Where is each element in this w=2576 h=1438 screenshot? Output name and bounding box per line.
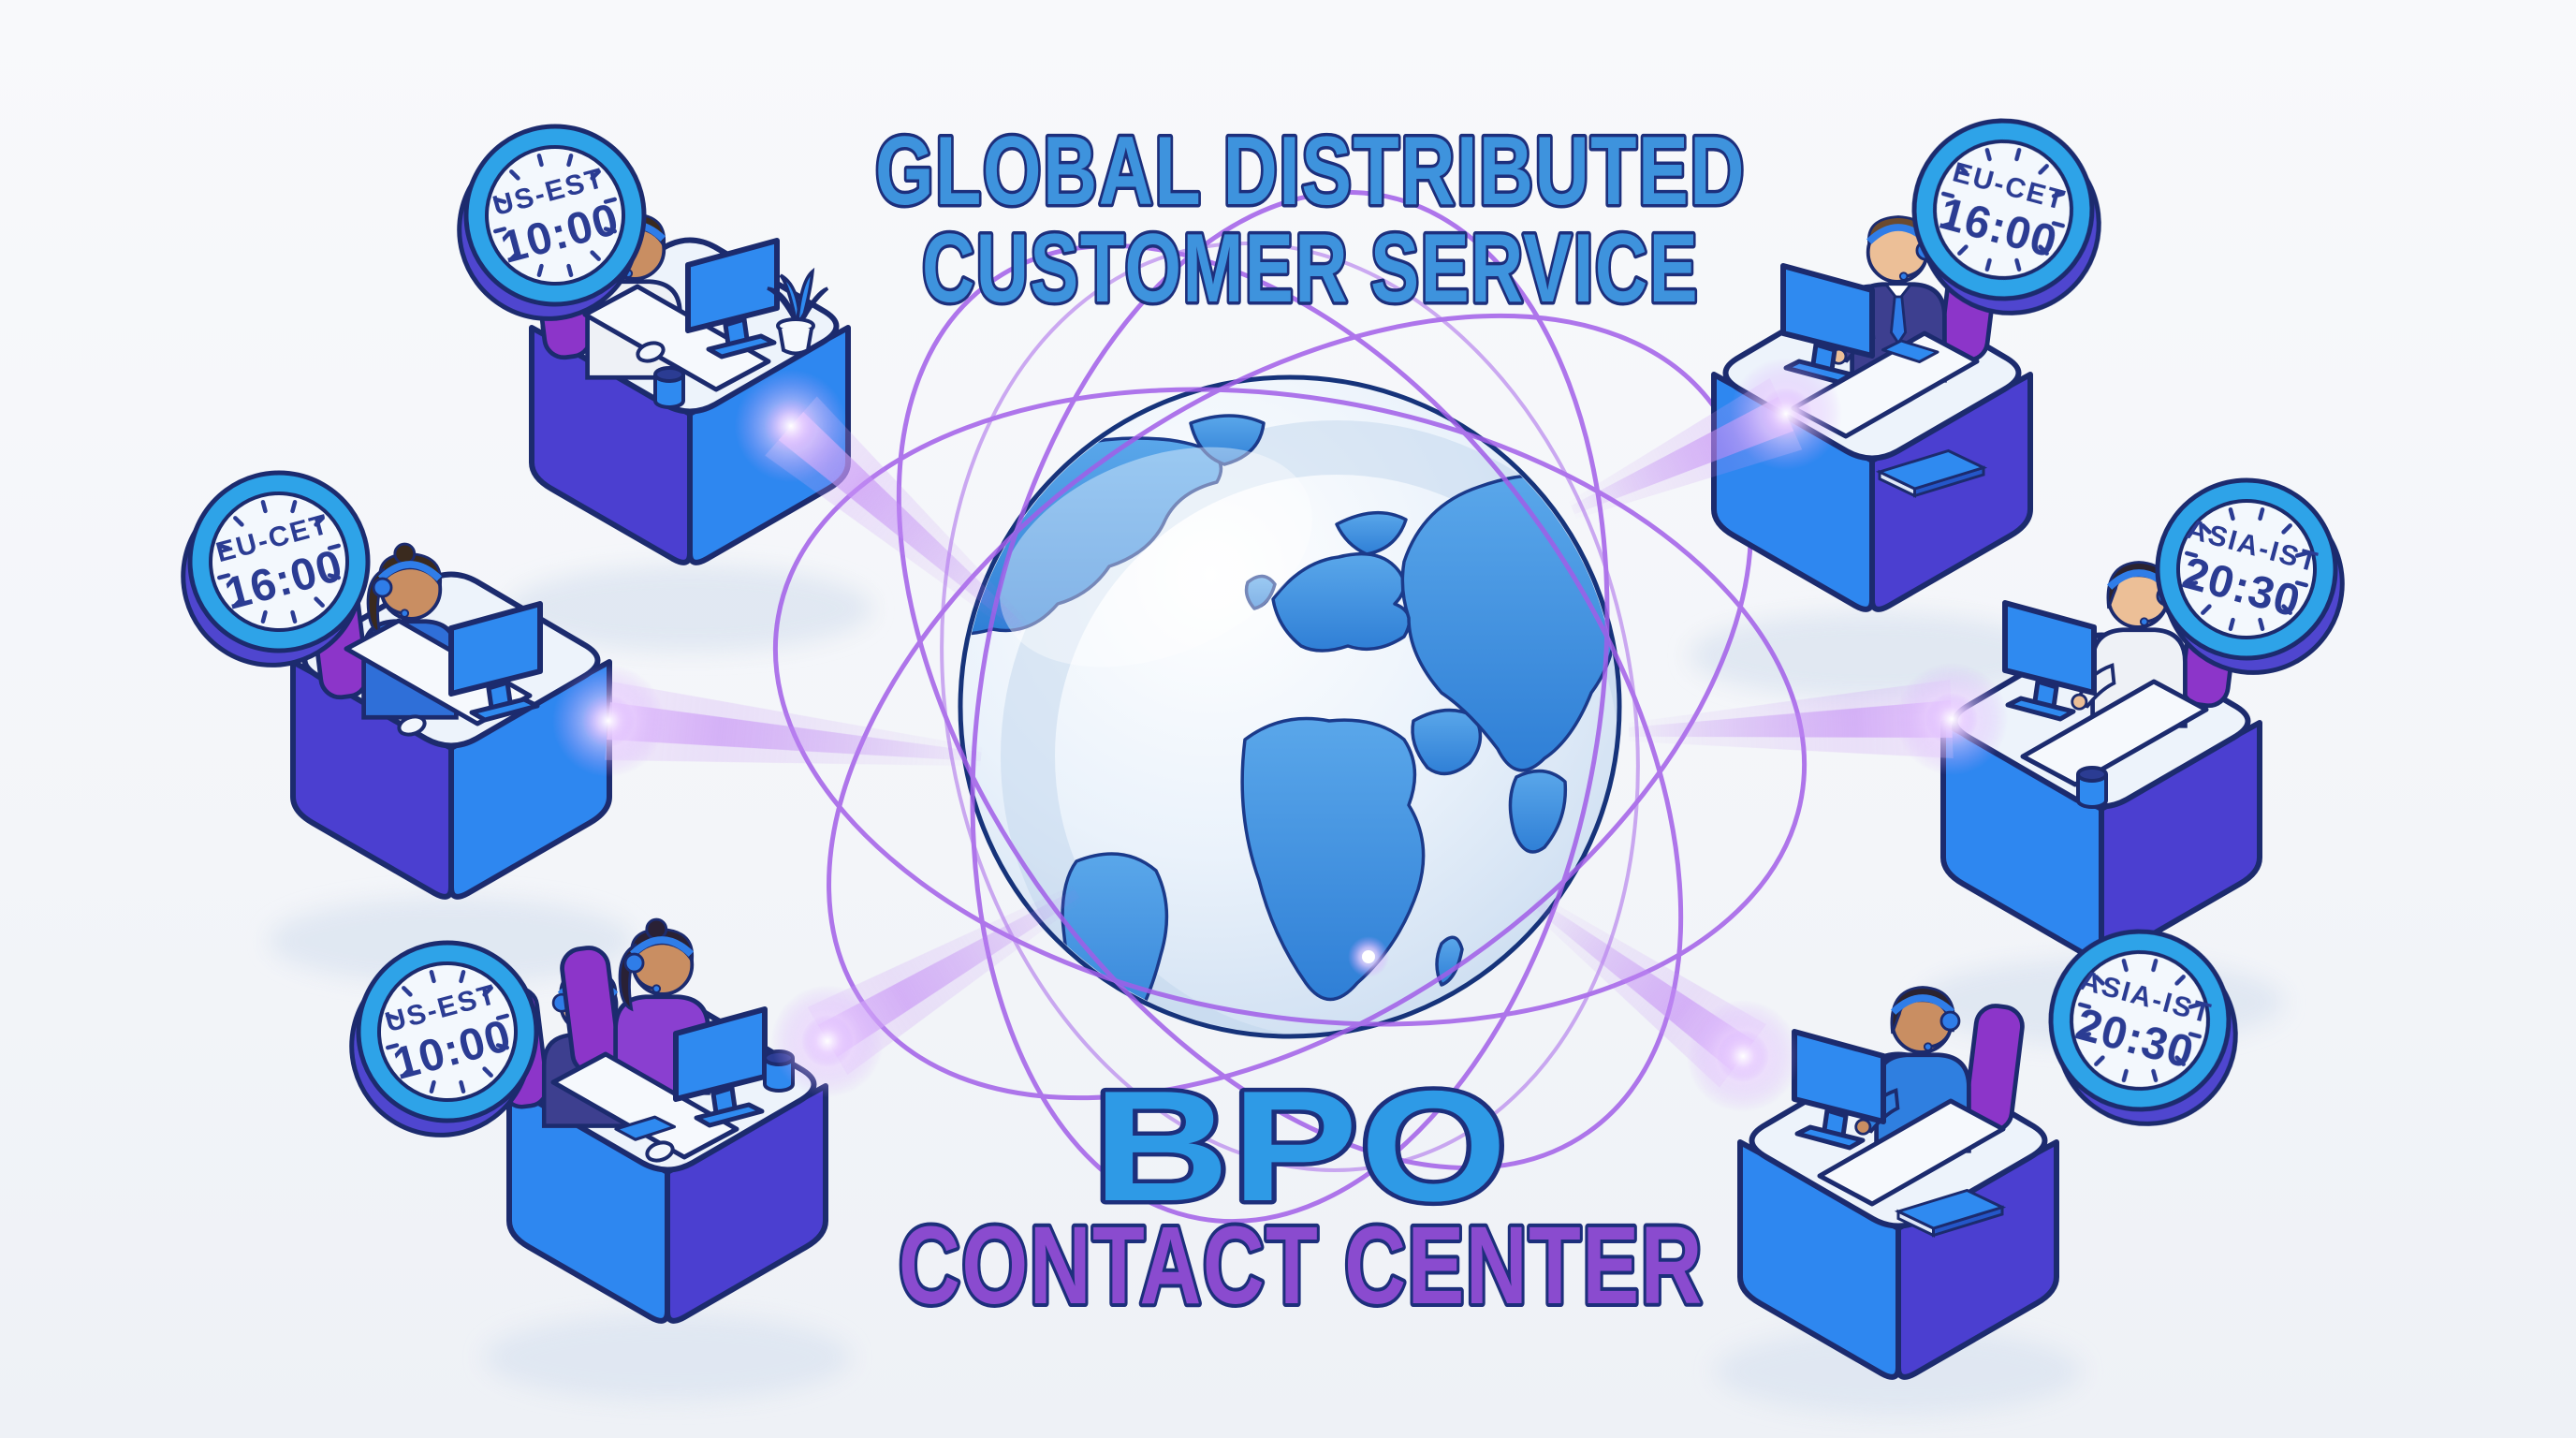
clock-bottom-left: US-EST 10:00 (329, 923, 560, 1155)
clock-top-left: US-EST 10:00 (436, 107, 667, 339)
clock-bottom-right: ASIA-IST 20:30 (2027, 912, 2259, 1144)
connection-beams (552, 358, 2008, 1112)
workstation-bottom-left (491, 919, 826, 1321)
headline: GLOBAL DISTRIBUTED CUSTOMER SERVICE (872, 114, 1748, 327)
mug-icon (653, 366, 685, 409)
clock-middle-right: ASIA-IST 20:30 (2134, 461, 2365, 693)
beam-top-right (1569, 358, 1842, 519)
beam-middle-right (1628, 663, 2008, 775)
footer-label: BPO CONTACT CENTER (895, 1054, 1705, 1332)
beam-middle-left (552, 665, 983, 777)
title-line-2: CUSTOMER SERVICE (922, 214, 1699, 323)
beam-bottom-left (771, 885, 1082, 1097)
globe-sparkle-core (1362, 950, 1375, 963)
contact-center-label: CONTACT CENTER (899, 1204, 1704, 1328)
bpo-label: BPO (1093, 1058, 1510, 1234)
beam-top-left (735, 370, 1030, 638)
mug-icon (2076, 766, 2108, 809)
clock-top-right: EU-CET 16:00 (1891, 101, 2122, 333)
clock-middle-left: EU-CET 16:00 (160, 453, 391, 685)
beam-bottom-right (1529, 895, 1799, 1112)
title-line-1: GLOBAL DISTRIBUTED (875, 117, 1746, 226)
